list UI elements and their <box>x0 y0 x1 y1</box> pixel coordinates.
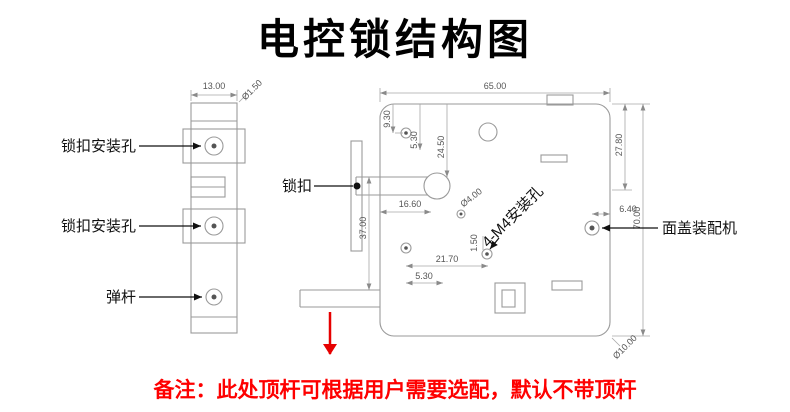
hole-center-dot <box>211 143 217 149</box>
label-latch: 锁扣 <box>282 178 312 195</box>
note-text: 备注：此处顶杆可根据用户需要选配，默认不带顶杆 <box>153 379 637 402</box>
label-spring-rod: 弹杆 <box>106 289 136 306</box>
leader-mount-holes <box>489 237 500 250</box>
dim-latch-len: 16.60 <box>399 199 422 209</box>
left-view-drawing: 13.00 Ø1.50 锁扣安装孔 锁扣安装孔 弹杆 <box>61 78 264 334</box>
latch-pivot <box>423 172 451 200</box>
dim-latch-offset: 24.50 <box>436 136 446 159</box>
hole-center-dot <box>211 294 217 300</box>
label-mount-holes: 4-M4安装孔 <box>479 183 547 251</box>
dim-hole-offset: 5.30 <box>409 131 419 149</box>
hole-center-dot <box>211 223 217 229</box>
mount-hole-b <box>400 242 412 254</box>
hole-center-dot <box>404 131 408 135</box>
dim-right-upper: 27.80 <box>614 134 624 157</box>
left-hole-mid <box>204 216 224 236</box>
left-hole-top <box>204 136 224 156</box>
hole-center-dot <box>485 252 489 256</box>
dim-bottom-span: 21.70 <box>436 254 459 264</box>
dim-bottom-offset: 5.30 <box>415 271 433 281</box>
dim-edge-offset: 6.40 <box>619 204 637 214</box>
leader-latch-dot <box>353 182 361 190</box>
hole-center-dot <box>459 212 463 216</box>
left-part-body <box>190 102 238 334</box>
lock-body <box>379 103 611 337</box>
dim-height: 70.00 <box>632 207 642 230</box>
bottom-cutout <box>494 282 526 314</box>
hole-center-dot <box>404 246 408 250</box>
label-cover-assembly: 面盖装配机 <box>662 220 737 237</box>
dim-spacing-small: 1.50 <box>469 234 479 252</box>
left-hole-bottom <box>205 288 223 306</box>
hole-center-dot <box>589 225 595 231</box>
mount-hole-c <box>481 248 493 260</box>
large-hole <box>478 122 498 142</box>
left-flange <box>350 140 363 252</box>
dim-left-hole-dia: Ø1.50 <box>240 78 264 102</box>
dim-left-width: 13.00 <box>203 81 226 91</box>
slot-top <box>540 154 568 163</box>
dim-left-height: 37.00 <box>358 217 368 240</box>
dim-small-hole-dia: Ø4.00 <box>458 186 483 209</box>
main-view-drawing: 65.00 9.30 5.30 24.50 27.80 70.00 37.00 … <box>282 81 737 361</box>
small-hole <box>456 209 466 219</box>
bottom-cutout-inner <box>501 289 516 308</box>
slot-bottom <box>551 280 583 291</box>
cover-assembly-hole <box>584 220 600 236</box>
page-title: 电控锁结构图 <box>256 16 533 63</box>
dim-top-offset: 9.30 <box>382 110 392 128</box>
dim-top-width: 65.00 <box>484 81 507 91</box>
label-lock-hole-top: 锁扣安装孔 <box>61 138 136 155</box>
label-lock-hole-mid: 锁扣安装孔 <box>61 218 136 235</box>
dim-corner-dia: Ø10.00 <box>611 333 639 361</box>
